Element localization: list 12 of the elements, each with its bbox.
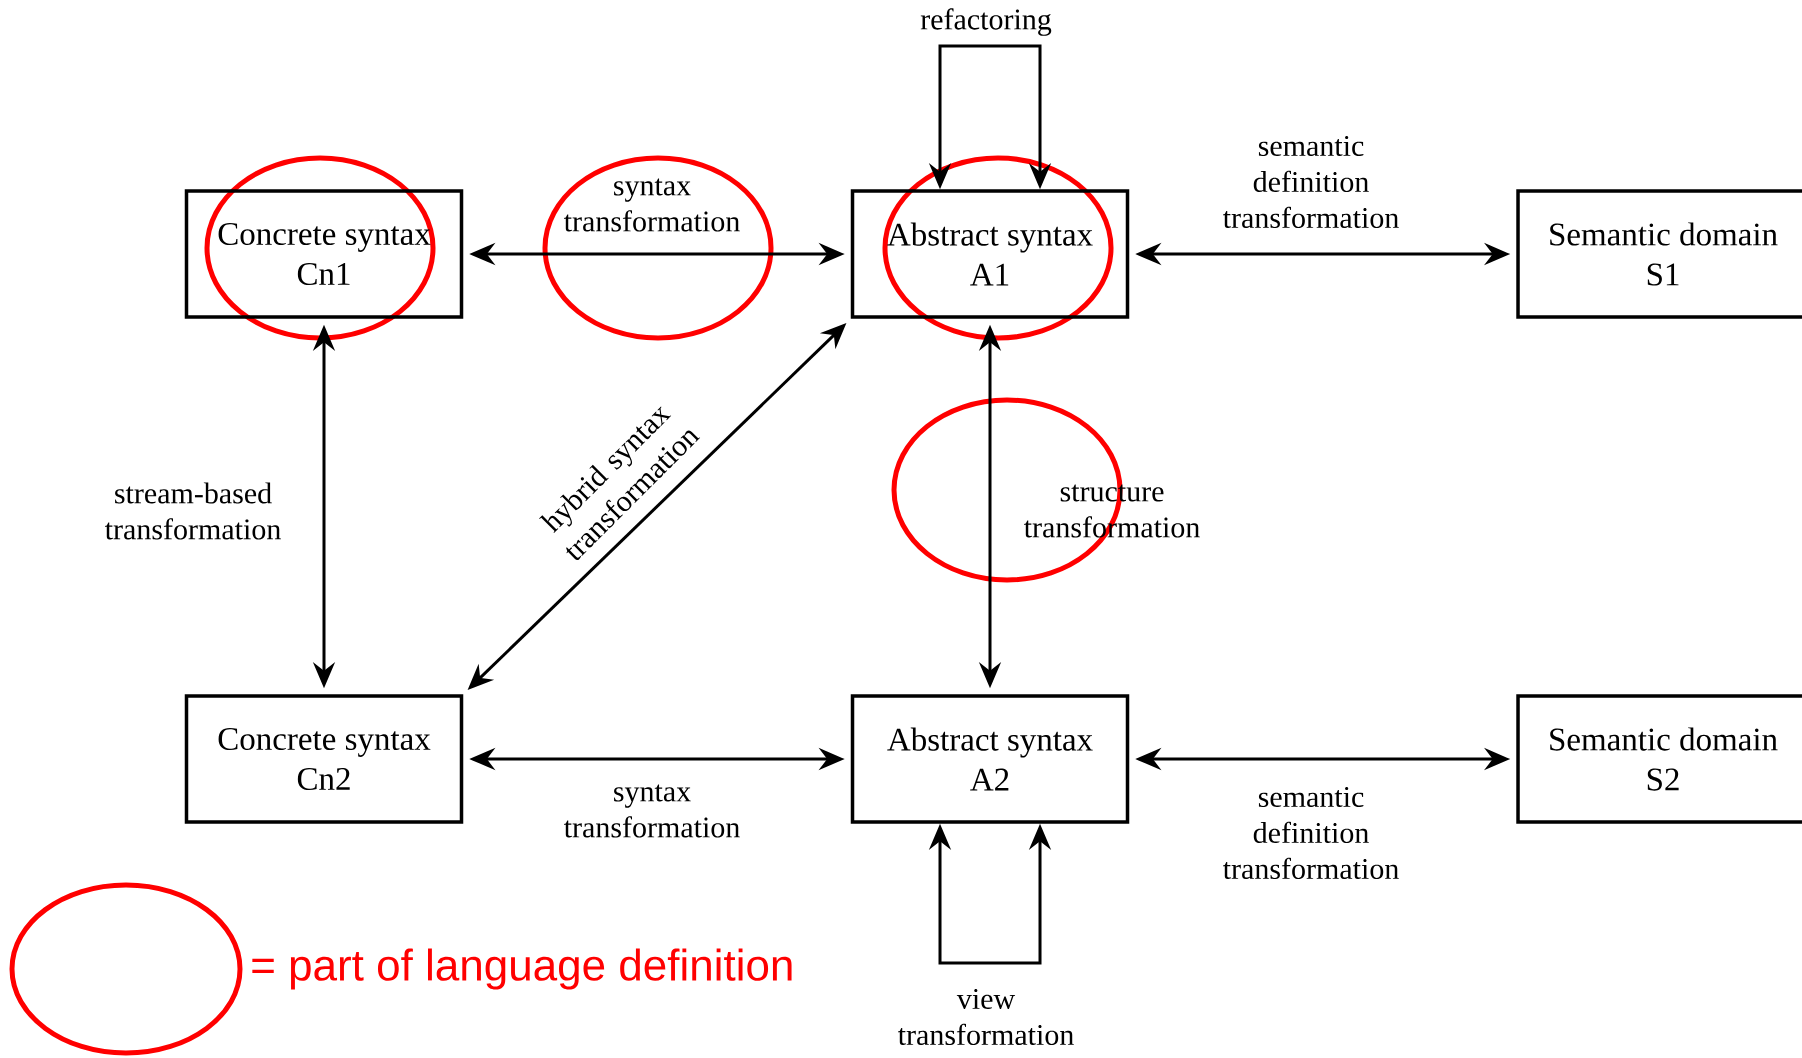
syntax-box: Semantic domain S2 [1516,694,1802,824]
edge-label: syntax transformation [564,784,740,838]
syntax-box: Concrete syntax Cn2 [184,694,464,824]
edge-label: semantic definition transformation [1223,135,1399,229]
legend-text: = part of language definition [252,948,792,990]
edge-label: view transformation [898,988,1074,1046]
syntax-box: Abstract syntax A2 [850,694,1130,824]
edge-label: stream-based transformation [105,482,281,540]
edge-label: syntax transformation [564,178,740,232]
syntax-box: Semantic domain S1 [1516,189,1802,319]
edge-label: semantic definition transformation [1223,786,1399,880]
edge-label: refactoring [920,8,1052,36]
